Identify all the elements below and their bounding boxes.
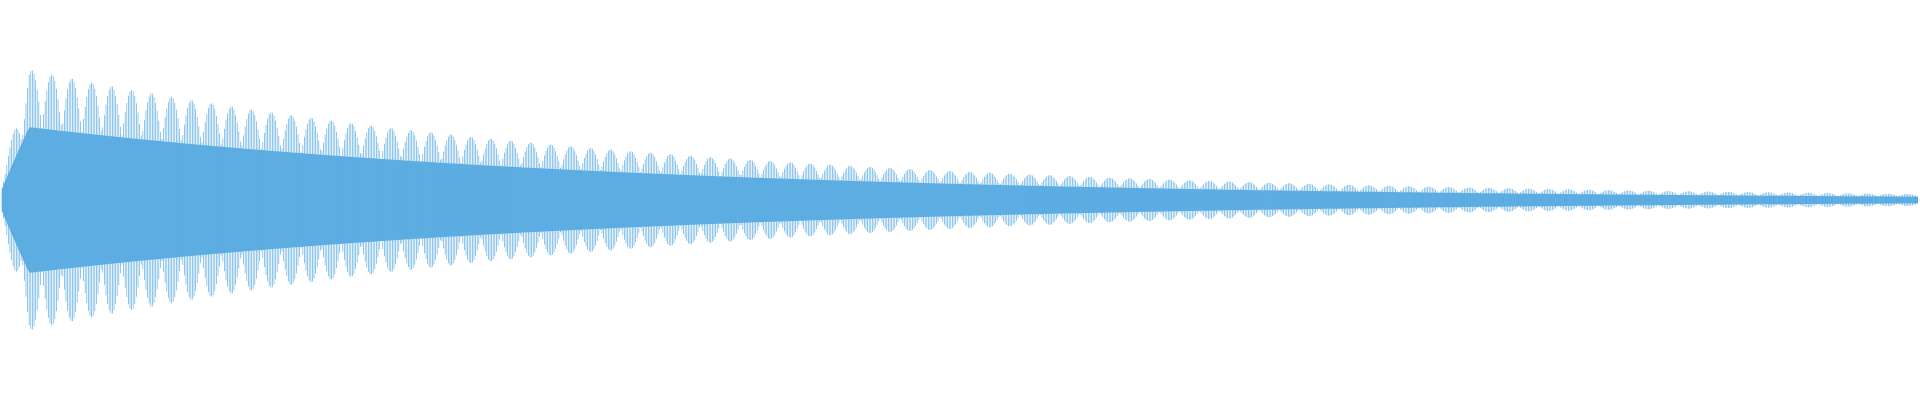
waveform-beat-lobes	[1, 70, 1918, 330]
